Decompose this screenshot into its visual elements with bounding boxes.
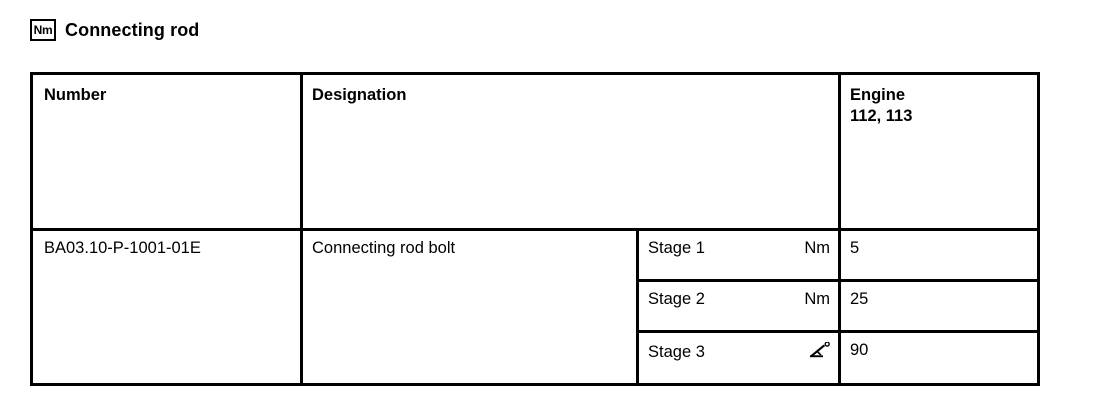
cell-engine-value: 25 — [850, 290, 869, 308]
nm-unit-icon: Nm — [30, 19, 56, 41]
cell-unit: Nm — [804, 290, 830, 308]
table-gridlines — [30, 75, 1040, 383]
column-header-number: Number — [44, 86, 107, 104]
column-header-engine: Engine 112, 113 — [850, 85, 912, 126]
row-divider-2 — [636, 330, 1040, 333]
page-title: Nm Connecting rod — [30, 16, 199, 44]
cell-engine-value: 5 — [850, 239, 860, 257]
torque-specification-table: Number Designation Engine 112, 113 BA03.… — [30, 72, 1040, 386]
cell-number: BA03.10-P-1001-01E — [44, 239, 201, 257]
cell-stage-label: Stage 1 — [648, 239, 705, 257]
angle-degree-icon — [808, 342, 830, 359]
table-row: Stage 1 Nm — [648, 238, 838, 259]
table-row: Stage 2 Nm — [648, 289, 838, 310]
cell-unit: Nm — [804, 239, 830, 257]
table-row: Stage 3 — [648, 340, 838, 363]
column-divider-stage — [636, 228, 639, 383]
cell-engine-value: 90 — [850, 341, 869, 359]
header-bottom-rule — [30, 228, 1040, 231]
column-header-engine-line2: 112, 113 — [850, 106, 913, 125]
row-divider-1 — [636, 279, 1040, 282]
cell-designation: Connecting rod bolt — [312, 239, 456, 257]
cell-stage-label: Stage 2 — [648, 290, 705, 308]
column-header-designation: Designation — [312, 86, 407, 104]
cell-stage-label: Stage 3 — [648, 343, 705, 361]
column-header-engine-line1: Engine — [850, 86, 906, 104]
page-title-text: Connecting rod — [65, 20, 200, 40]
